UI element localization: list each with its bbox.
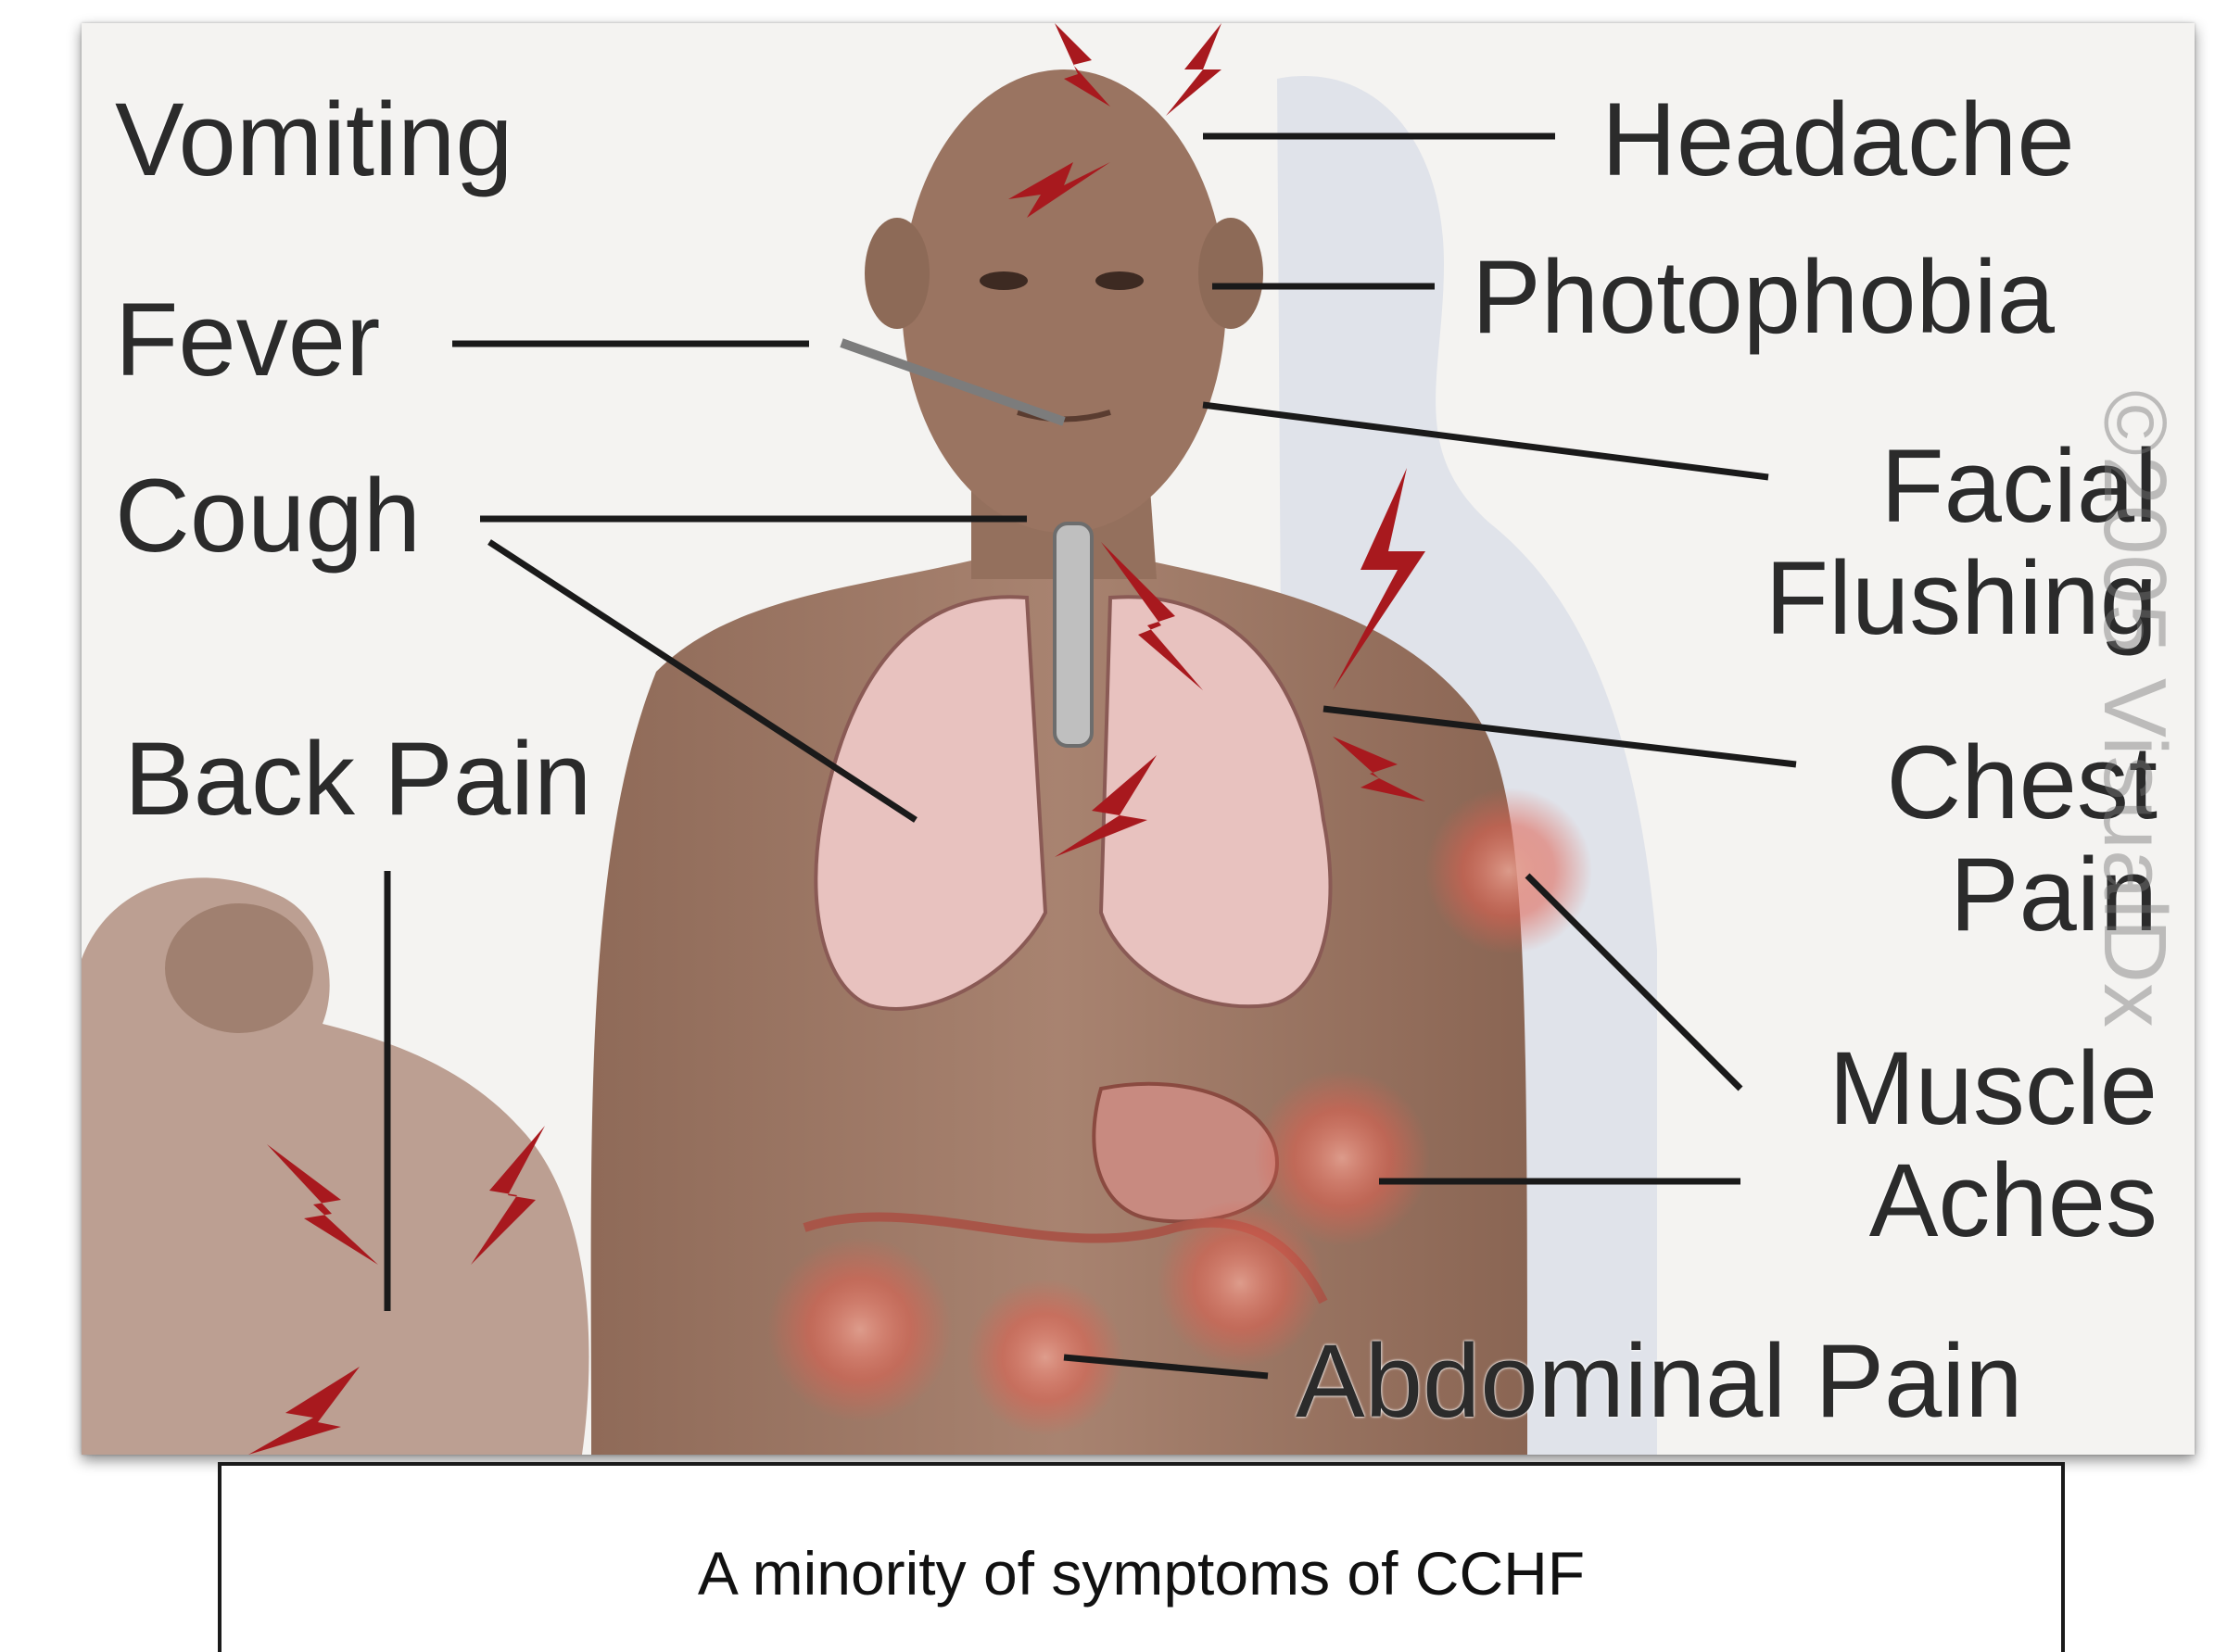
label-headache: Headache [1601, 88, 2075, 192]
caption-text: A minority of symptoms of CCHF [221, 1538, 2061, 1608]
abdominal-glow-1 [767, 1237, 953, 1422]
right-ear [1198, 218, 1263, 329]
symptom-illustration: Vomiting Fever Cough Back Pain Headache … [82, 23, 2195, 1455]
label-photophobia: Photophobia [1472, 246, 2055, 349]
right-eye [1095, 271, 1144, 290]
label-muscle-aches: Muscle Aches [1750, 1033, 2158, 1257]
copyright-watermark: ©2005 VisualDx [2083, 390, 2185, 1028]
label-muscle: Muscle [1750, 1033, 2158, 1145]
label-vomiting: Vomiting [115, 88, 513, 192]
abdominal-glow-2 [967, 1279, 1124, 1436]
caption-box: A minority of symptoms of CCHF [218, 1462, 2065, 1652]
label-back-pain: Back Pain [124, 727, 591, 831]
label-abdominal-pain: Abdominal Pain [1296, 1330, 2023, 1433]
label-cough: Cough [115, 464, 421, 568]
left-ear [865, 218, 930, 329]
label-fever: Fever [115, 288, 380, 392]
trachea [1055, 523, 1092, 746]
back-pain-head [165, 903, 313, 1033]
headache-lightning-icon-3 [1166, 23, 1221, 116]
chest-pain-glow [1425, 788, 1592, 954]
label-aches: Aches [1750, 1145, 2158, 1257]
head [902, 69, 1226, 533]
left-eye [980, 271, 1028, 290]
